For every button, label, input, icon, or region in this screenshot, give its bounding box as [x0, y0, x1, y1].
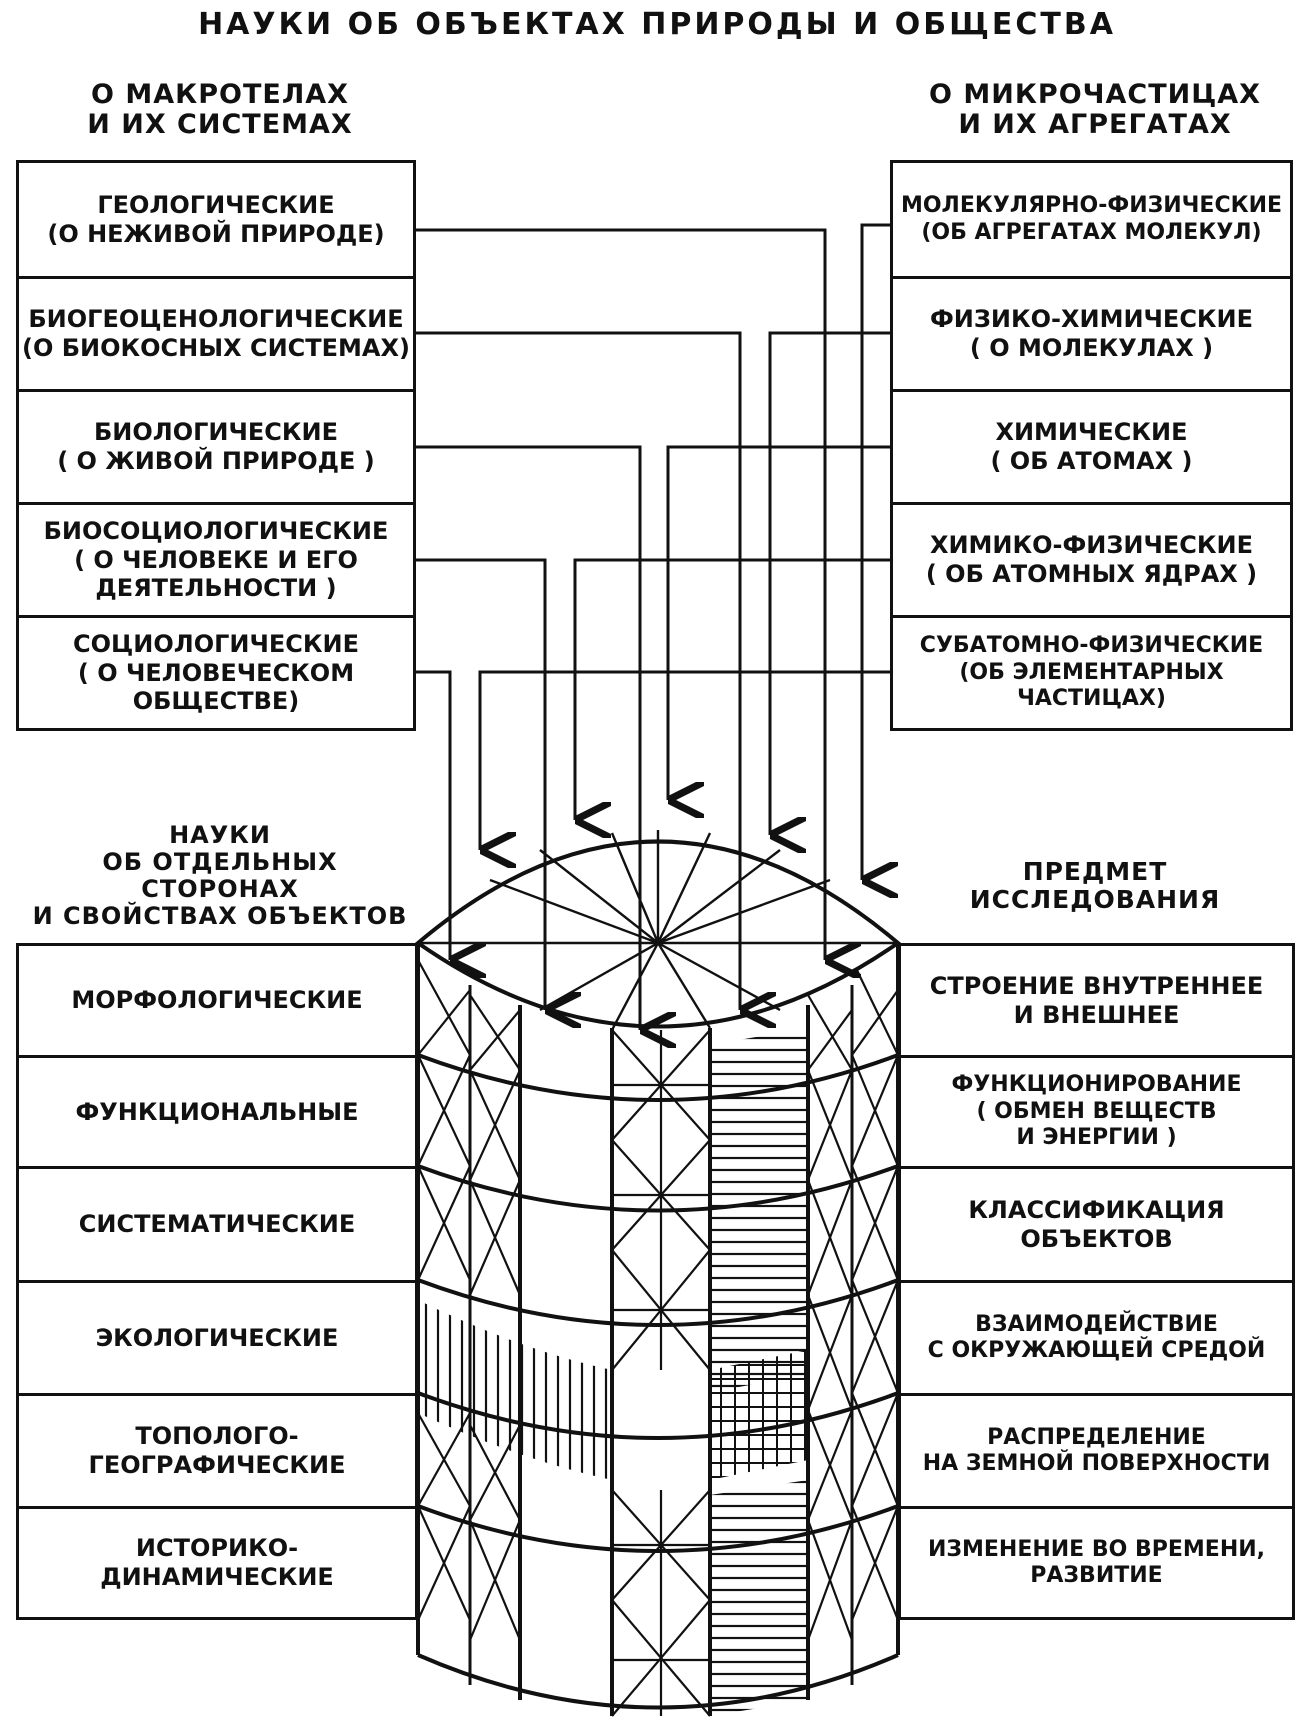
- macro-box-geological: Геологические (о неживой природе): [16, 160, 416, 279]
- page-title: Науки об объектах природы и общества: [198, 7, 1116, 42]
- subject-header: Предмет исследования: [969, 857, 1221, 914]
- macro-box-sociological: Социологические ( о человеческом обществ…: [16, 615, 416, 731]
- aspect-box-ecological: Экологические: [16, 1280, 418, 1396]
- micro-box-chemico-physical: Химико-физические ( об атомных ядрах ): [890, 502, 1293, 618]
- aspect-box-topological: Тополого- географические: [16, 1393, 418, 1509]
- micro-box-molecular-physical: Молекулярно-физические (об агрегатах мол…: [890, 160, 1293, 279]
- aspect-box-functional: Функциональные: [16, 1055, 418, 1169]
- subject-box-interaction: Взаимодействие с окружающей средой: [898, 1280, 1295, 1396]
- cylinder-top-spokes: [418, 830, 898, 1031]
- micro-arrows: [478, 223, 890, 880]
- subject-box-classification: Классификация объектов: [898, 1166, 1295, 1283]
- cylinder-body: [416, 943, 900, 1716]
- aspects-header: Науки об отдельных сторонах и свойствах …: [32, 821, 408, 930]
- micro-header: О микрочастицах и их агрегатах: [929, 79, 1261, 141]
- micro-box-subatomic: Субатомно-физические (об элементарных ча…: [890, 615, 1293, 731]
- hatch-vertical: [418, 1300, 612, 1480]
- micro-box-chemical: Химические ( об атомах ): [890, 389, 1293, 505]
- micro-box-physico-chemical: Физико-химические ( о молекулах ): [890, 276, 1293, 392]
- macro-header: О макротелах и их системах: [87, 79, 353, 141]
- subject-box-functioning: Функционирование ( обмен веществ и энерг…: [898, 1055, 1295, 1169]
- hatch-horizontal-lower: [710, 1480, 808, 1716]
- macro-arrows: [416, 228, 825, 1030]
- subject-box-change: Изменение во времени, развитие: [898, 1506, 1295, 1620]
- hatch-horizontal: [710, 1028, 808, 1392]
- hatch-grid: [710, 1350, 808, 1480]
- subject-box-distribution: Распределение на земной поверхности: [898, 1393, 1295, 1509]
- aspect-box-historical: Историко- динамические: [16, 1506, 418, 1620]
- macro-box-biogeocenological: Биогеоценологические (о биокосных систем…: [16, 276, 416, 392]
- cylinder-crosshatch: [416, 959, 900, 1717]
